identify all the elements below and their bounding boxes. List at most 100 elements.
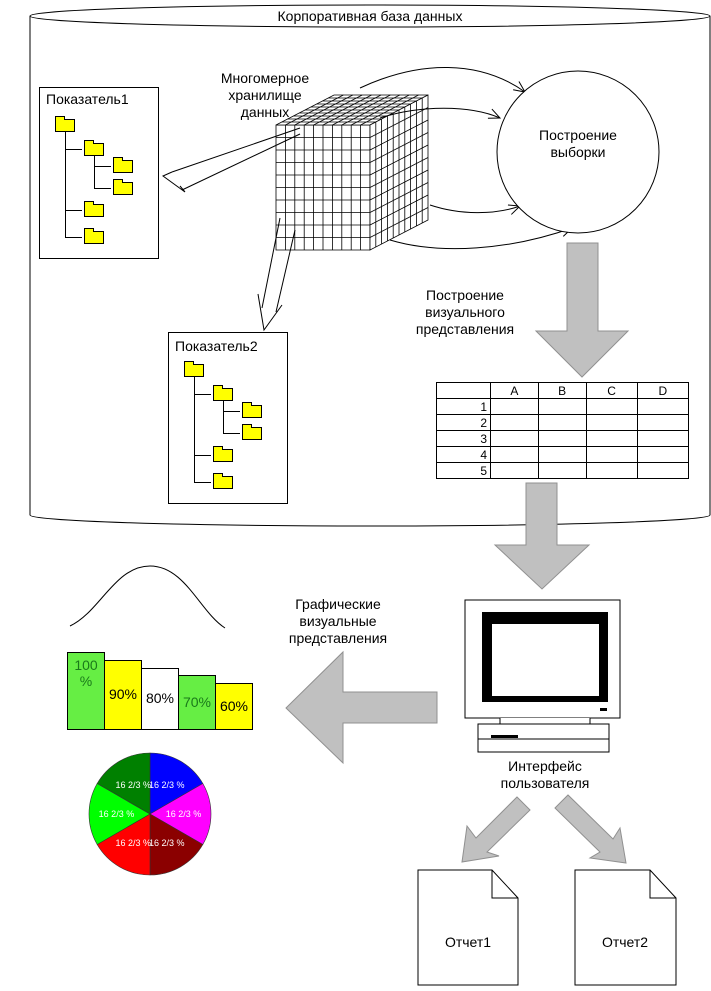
sampling-circle [496, 70, 660, 234]
cube-grid-line [332, 94, 391, 126]
sampling-label-line-1: Построение [539, 127, 617, 143]
bar-2: 90% [104, 660, 142, 730]
visual-build-label: Построение визуального представления [400, 287, 530, 338]
pie-slice-label: 16 2/3 % [115, 838, 151, 848]
table-corner-cell [436, 382, 491, 399]
column-header: C [585, 382, 638, 399]
column-header: A [490, 382, 539, 399]
pie-slice-label: 16 2/3 % [149, 780, 185, 790]
report2-document [574, 869, 677, 986]
bar-label: 100 [74, 657, 98, 673]
pie-chart: 16 2/3 %16 2/3 %16 2/3 %16 2/3 %16 2/3 %… [88, 752, 212, 876]
tree-line [65, 149, 82, 150]
tree-line [94, 156, 95, 189]
cube-grid-line [369, 182, 429, 213]
ui-label: Интерфейс пользователя [480, 758, 610, 792]
folder-icon [55, 116, 75, 132]
cube-label-line-2: хранилище [228, 87, 302, 103]
pie-slice [149, 813, 204, 876]
bar-1: 100% [67, 652, 105, 730]
bar-4: 70% [178, 675, 216, 730]
graphic-views-line-1: Графические [295, 596, 381, 612]
table-cell [636, 398, 690, 415]
row-header: 3 [436, 430, 491, 447]
folder-icon [213, 446, 233, 462]
pie-slice-label: 16 2/3 % [115, 780, 151, 790]
visual-build-line-1: Построение [426, 287, 504, 303]
report1-label: Отчет1 [444, 934, 492, 950]
cube-grid-line [369, 157, 429, 188]
sampling-label-line-2: выборки [550, 144, 606, 160]
visual-build-line-3: представления [415, 321, 515, 337]
folder-icon [242, 424, 262, 440]
arrow-down-to-monitor [493, 482, 591, 590]
table-row: 1 [436, 398, 690, 415]
tree-line [194, 455, 211, 456]
cube-to-indicator-arrows [162, 127, 301, 332]
folder-icon [84, 228, 104, 244]
table-cell [537, 398, 587, 415]
table-cell [537, 462, 587, 479]
table-row: 2 [436, 414, 690, 431]
table-cell [585, 398, 638, 415]
cube-label-line-1: Многомерное [220, 70, 310, 86]
cube-grid-line [341, 94, 400, 126]
cube-label: Многомерное хранилище данных [205, 70, 325, 121]
tree-line [223, 433, 240, 434]
table-cell [537, 446, 587, 463]
cube-grid-line [360, 94, 419, 126]
tree-line [194, 482, 211, 483]
folder-icon [113, 157, 133, 173]
tree-line [65, 237, 82, 238]
folder-icon [113, 179, 133, 195]
folder-icon [184, 361, 204, 377]
table-row: 3 [436, 430, 690, 447]
visual-build-line-2: визуального [425, 304, 505, 320]
table-cell [636, 414, 690, 431]
table-cell [636, 462, 690, 479]
bar-label: 90% [108, 686, 138, 702]
tree-line [65, 210, 82, 211]
indicator2-panel: Показатель2 [168, 332, 288, 504]
pie-slice-label: 16 2/3 % [149, 838, 185, 848]
table-cell [585, 414, 638, 431]
monitor [464, 599, 621, 753]
table-cell [490, 430, 539, 447]
table-cell [490, 414, 539, 431]
table-row: 5 [436, 462, 690, 479]
pie-slice [88, 783, 151, 845]
sampling-label: Построение выборки [520, 127, 636, 161]
bar-label: 60% [219, 697, 249, 714]
folder-icon [213, 473, 233, 489]
row-header: 4 [436, 446, 491, 463]
tree-line [194, 377, 195, 483]
table-cell [636, 446, 690, 463]
tree-line [94, 188, 111, 189]
graphic-views-line-3: представления [288, 630, 388, 646]
row-header: 2 [436, 414, 491, 431]
table-cell [585, 446, 638, 463]
table-cell [490, 398, 539, 415]
row-header: 5 [436, 462, 491, 479]
tree-line [223, 401, 224, 434]
bar-label: 80% [145, 690, 175, 706]
cube-grid-line [351, 94, 410, 126]
bar-label: 70% [182, 693, 212, 710]
data-cube [275, 94, 429, 251]
cube-grid-line [369, 194, 429, 226]
column-header: D [636, 382, 690, 399]
graphic-views-label: Графические визуальные представления [268, 596, 408, 647]
table-cell [585, 462, 638, 479]
bar-5: 60% [215, 683, 253, 730]
arrow-to-report2 [554, 794, 627, 864]
indicator1-panel: Показатель1 [39, 87, 159, 259]
report2-label: Отчет2 [601, 934, 649, 950]
pie-slice [96, 813, 151, 876]
table-cell [585, 430, 638, 447]
report1-document [417, 869, 519, 986]
bell-curve [69, 565, 226, 629]
tree-line [94, 166, 111, 167]
table-cell [636, 430, 690, 447]
pie-slice-label: 16 2/3 % [166, 809, 202, 819]
bar-label: % [79, 673, 93, 689]
